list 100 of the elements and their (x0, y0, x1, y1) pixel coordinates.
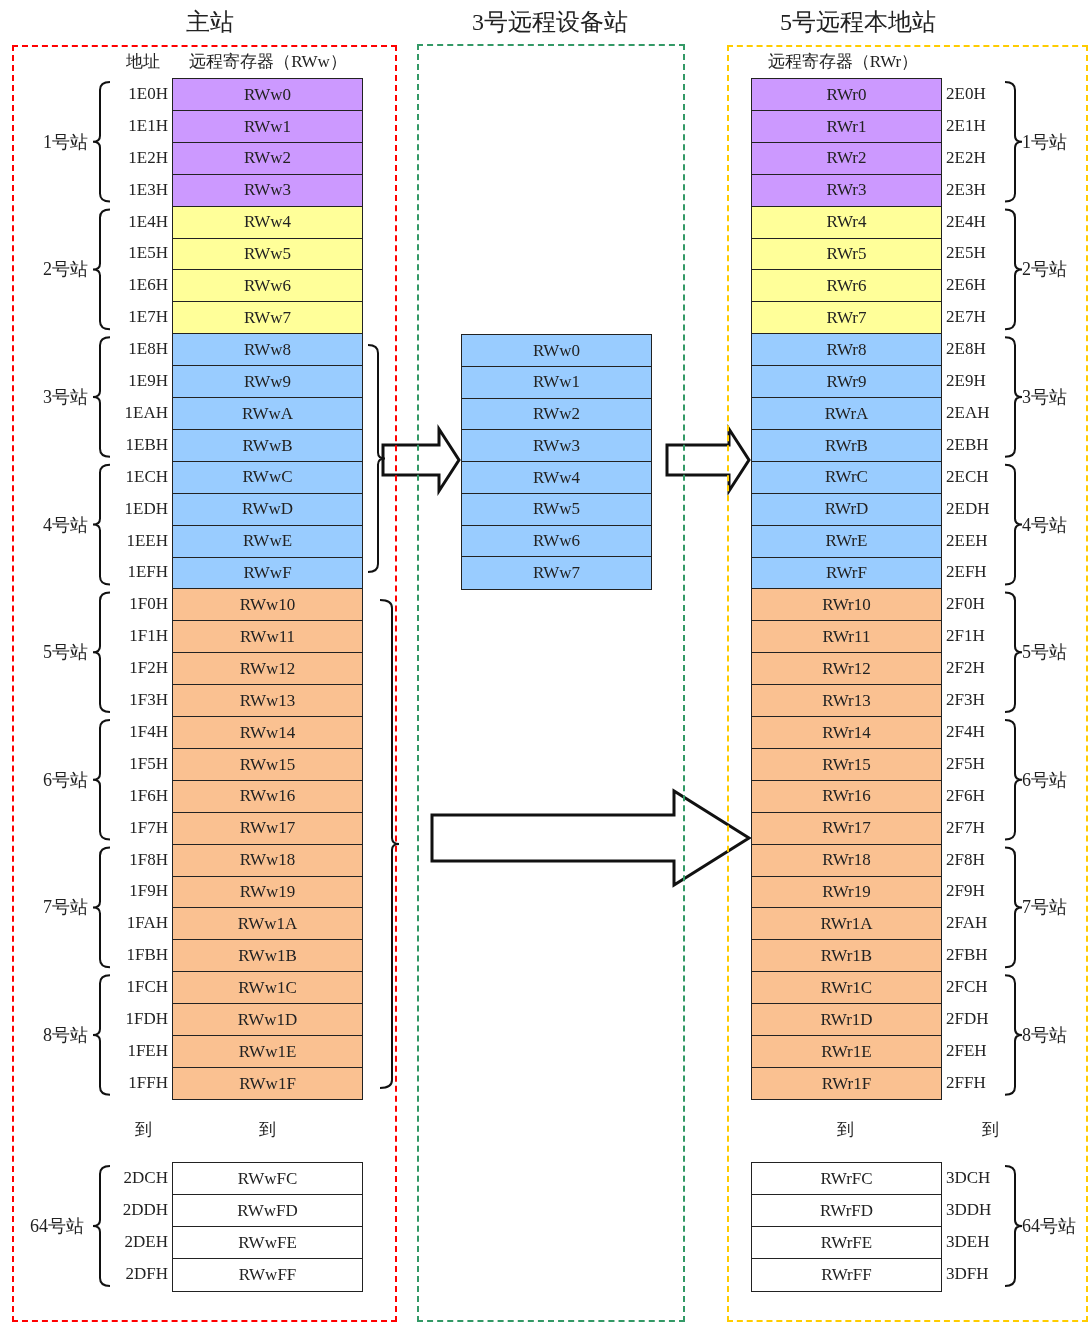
address-label: 2E7H (946, 307, 986, 328)
register-cell: RWw1C (172, 971, 363, 1005)
register-cell: RWwFF (172, 1258, 363, 1292)
address-label: 3DEH (946, 1232, 990, 1252)
address-label: 1FEH (127, 1040, 168, 1061)
register-cell: RWw9 (172, 365, 363, 399)
address-label: 2FDH (946, 1009, 989, 1030)
address-label: 2E6H (946, 275, 986, 296)
register-cell: RWw1F (172, 1066, 363, 1101)
address-label: 1E5H (128, 243, 168, 264)
station-label: 1号站 (1022, 131, 1067, 152)
register-cell: RWr2 (751, 141, 942, 176)
panel-title: 5号远程本地站 (780, 8, 936, 36)
address-label: 1EAH (124, 402, 168, 423)
station-label: 4号站 (1022, 514, 1067, 535)
address-label: 2DEH (124, 1232, 168, 1252)
address-label: 2F3H (946, 690, 985, 711)
register-cell: RWwFC (172, 1162, 363, 1196)
address-label: 2F0H (946, 594, 985, 615)
address-label: 1F2H (129, 658, 168, 679)
address-label: 1FDH (125, 1009, 168, 1030)
register-cell: RWr4 (751, 205, 942, 239)
address-label: 1E6H (128, 275, 168, 296)
address-label: 2FCH (946, 977, 988, 998)
address-label: 2DDH (122, 1200, 168, 1220)
address-label: 2F8H (946, 849, 985, 870)
register-cell: RWwE (172, 524, 363, 558)
register-cell: RWw8 (172, 333, 363, 367)
register-cell: RWwB (172, 428, 363, 463)
register-cell: RWr18 (751, 843, 942, 877)
station-label: 4号站 (43, 514, 88, 535)
register-cell: RWw3 (461, 429, 652, 463)
address-label: 1F3H (129, 690, 168, 711)
register-cell: RWr1 (751, 109, 942, 144)
continuation-label: 到 (836, 1120, 854, 1140)
register-cell: RWw4 (461, 461, 652, 495)
address-label: 3DDH (946, 1200, 992, 1220)
address-label: 1ECH (125, 466, 168, 487)
register-cell: RWwD (172, 492, 363, 527)
address-label: 1E8H (128, 339, 168, 360)
register-cell: RWr1A (751, 907, 942, 941)
column-header: 远程寄存器（RWw） (189, 52, 347, 72)
address-label: 1EEH (126, 530, 168, 551)
address-label: 1F4H (129, 721, 168, 742)
register-cell: RWw7 (172, 301, 363, 335)
register-cell: RWrB (751, 428, 942, 463)
panel-title: 主站 (186, 8, 234, 36)
address-label: 2EFH (946, 562, 987, 583)
address-label: 1E4H (128, 211, 168, 232)
address-label: 2E9H (946, 371, 986, 392)
address-label: 2DFH (125, 1264, 168, 1284)
register-cell: RWrFD (751, 1194, 942, 1228)
station-label: 3号站 (1022, 387, 1067, 407)
register-cell: RWw5 (461, 492, 652, 526)
station-label: 7号站 (1022, 897, 1067, 918)
register-cell: RWr0 (751, 78, 942, 112)
address-label: 2E0H (946, 83, 986, 104)
continuation-label: 到 (981, 1120, 999, 1140)
register-cell: RWrC (751, 460, 942, 495)
address-label: 2E1H (946, 115, 986, 136)
continuation-label: 到 (134, 1120, 152, 1140)
address-label: 1EBH (125, 434, 168, 455)
address-label: 1F1H (129, 626, 168, 647)
panel-title: 3号远程设备站 (472, 8, 628, 36)
register-cell: RWw3 (172, 173, 363, 208)
register-cell: RWrFE (751, 1226, 942, 1260)
address-label: 2E8H (946, 339, 986, 360)
address-label: 1F6H (129, 785, 168, 806)
register-cell: RWw11 (172, 620, 363, 654)
address-label: 2E3H (946, 179, 986, 200)
address-label: 1F5H (129, 753, 168, 774)
station-label: 5号站 (1022, 642, 1067, 663)
address-label: 2FFH (946, 1072, 986, 1093)
station-label: 8号站 (43, 1025, 88, 1045)
address-label: 2F9H (946, 881, 985, 902)
register-cell: RWw4 (172, 205, 363, 239)
address-label: 1FAH (126, 913, 168, 934)
register-cell: RWr1D (751, 1003, 942, 1037)
station-label: 64号站 (1022, 1216, 1076, 1236)
register-cell: RWrFF (751, 1258, 942, 1292)
station-label: 7号站 (43, 897, 88, 918)
station-label: 8号站 (1022, 1025, 1067, 1045)
register-cell: RWw1B (172, 939, 363, 973)
address-label: 1FFH (128, 1072, 168, 1093)
address-label: 1E7H (128, 307, 168, 328)
register-cell: RWr13 (751, 684, 942, 718)
register-cell: RWr1F (751, 1066, 942, 1101)
column-header: 远程寄存器（RWr） (767, 52, 919, 72)
register-cell: RWr16 (751, 779, 942, 814)
address-label: 1F7H (129, 817, 168, 838)
register-cell: RWr3 (751, 173, 942, 208)
register-cell: RWrFC (751, 1162, 942, 1196)
block-arrow (381, 423, 461, 497)
register-cell: RWw2 (172, 141, 363, 176)
register-cell: RWrE (751, 524, 942, 558)
register-cell: RWw1D (172, 1003, 363, 1037)
register-cell: RWr17 (751, 811, 942, 846)
register-cell: RWw1A (172, 907, 363, 941)
address-label: 3DCH (946, 1168, 991, 1188)
register-cell: RWw18 (172, 843, 363, 877)
